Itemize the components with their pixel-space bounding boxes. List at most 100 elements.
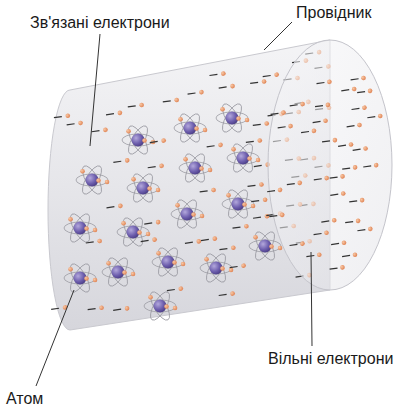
free-electron [352,146,368,153]
electron-orbit [177,111,203,145]
leader-line [311,252,312,346]
bound-electron [122,270,127,275]
motion-dash [86,242,94,243]
electron-orbit [249,240,281,252]
motion-dash [342,168,350,169]
free-electron [267,187,283,194]
motion-dash [322,141,330,142]
free-electron [346,122,362,129]
electron-orbit [67,211,93,245]
free-electron [251,197,268,204]
motion-dash [330,268,338,269]
motion-dash [271,113,279,114]
free-electron [262,72,279,79]
free-electron [322,138,338,145]
electron-dot [196,239,201,244]
bound-electron [131,177,136,182]
atom-symbol [200,251,233,285]
bound-electron [173,306,178,311]
motion-dash [188,93,196,94]
free-electron [144,220,161,227]
motion-dash [253,124,261,125]
electron-dot [161,138,166,143]
free-electron [51,305,68,312]
motion-dash [209,74,217,75]
electron-orbit [67,261,93,295]
electron-dot [311,128,316,133]
bound-electron [106,261,111,266]
motion-dash [330,177,338,178]
electron-orbit [182,151,208,185]
electron-dot [218,142,223,147]
bound-electron [105,180,110,185]
bound-electron [84,226,89,231]
free-electron [247,182,264,189]
motion-dash [353,149,361,150]
electron-dot [288,123,293,128]
free-electron [313,230,329,237]
electron-dot [352,86,357,91]
electron-dot [317,252,322,257]
motion-dash [107,207,115,208]
bound-electron [200,214,205,219]
bound-electron [245,118,250,123]
bound-electron [256,158,261,163]
electron-orbit [225,187,251,221]
bound-electron [226,193,231,198]
motion-dash [267,191,275,192]
bound-electron [164,304,169,309]
electron-dot [368,226,373,231]
electron-dot [156,220,161,225]
electron-orbit [174,197,200,231]
bound-electron [121,221,126,226]
electron-dot [212,236,217,241]
electron-dot [261,79,266,84]
electron-orbit [155,245,181,279]
motion-dash [148,167,156,168]
electron-dot [280,212,285,217]
motion-dash [349,201,357,202]
bound-electron [126,129,131,134]
motion-dash [351,79,359,80]
motion-dash [219,294,227,295]
free-electron [253,214,270,221]
bound-electron [183,157,188,162]
motion-dash [341,90,349,91]
electron-orbit [125,123,151,157]
electron-dot [65,113,70,118]
free-electron [253,121,270,128]
free-electron [201,236,218,243]
electron-dot [300,101,305,106]
electron-orbit [76,174,108,186]
electron-orbit [117,226,149,238]
electron-dot [221,71,226,76]
end-face-electrons [267,75,383,271]
electron-dot [340,174,345,179]
bound-electron [156,188,161,193]
atom-symbol [174,111,207,145]
motion-dash [287,184,295,185]
electron-dot [352,165,357,170]
bound-electron [68,217,73,222]
free-electron [349,198,365,205]
free-electron [330,191,346,198]
motion-dash [251,201,259,202]
electron-dot [264,214,269,219]
electron-orbit [227,152,259,164]
free-electron [351,105,367,112]
free-electron [341,86,357,93]
bound-electron [203,128,208,133]
motion-dash [363,166,371,167]
motion-dash [290,244,298,245]
motion-dash [200,191,208,192]
electron-dot [230,291,235,296]
bound-electron [251,204,256,209]
electron-dot [274,72,279,77]
bound-electron [220,107,225,112]
electron-orbit [147,289,173,323]
free-electron [367,113,383,120]
electron-dot [97,238,102,243]
motion-dash [331,243,339,244]
free-electron [315,102,331,109]
atom-symbol [127,171,160,205]
